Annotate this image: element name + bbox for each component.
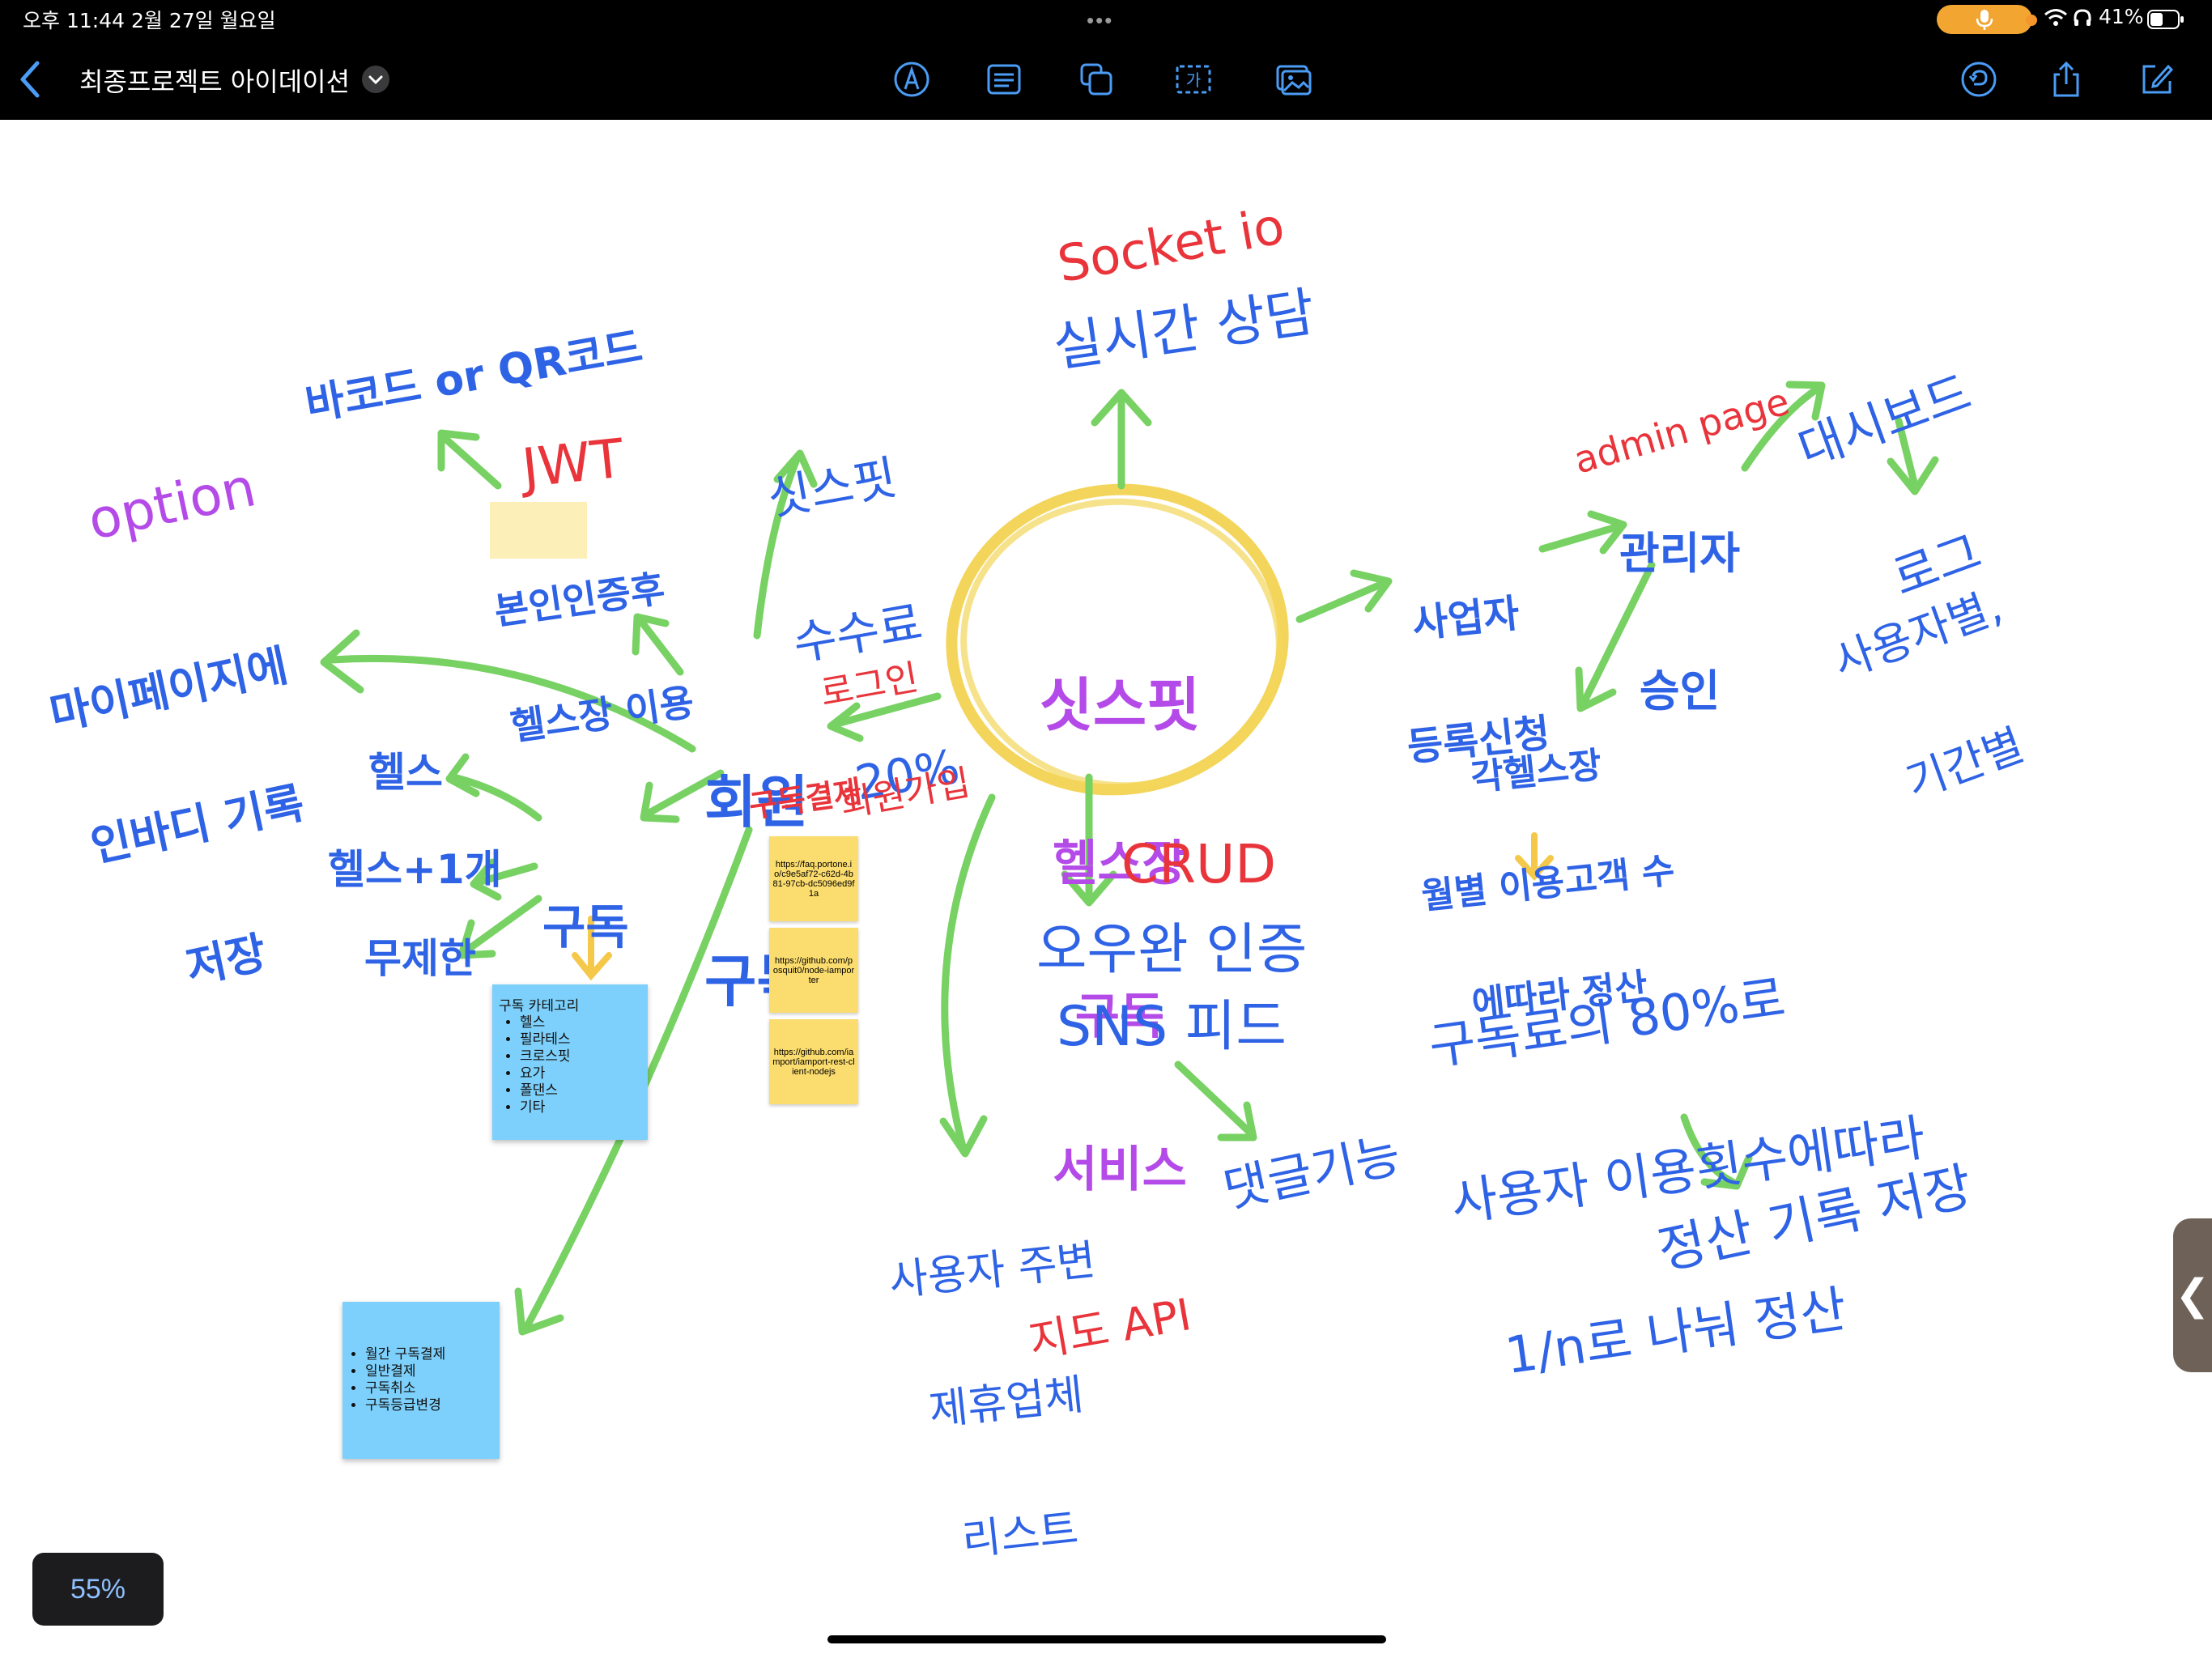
home-indicator[interactable] — [827, 1635, 1386, 1643]
member-line1: 회원 — [704, 769, 809, 835]
link-note[interactable]: https://github.com/posquit0/node-iamport… — [769, 928, 858, 1013]
by-user-line2: 기간별 — [1899, 719, 2031, 809]
status-bar: 오후 11:44 2월 27일 월요일 ••• 41% — [0, 0, 2212, 39]
sidebar-handle[interactable]: ❮ — [2173, 1218, 2212, 1372]
chevron-left-icon[interactable] — [15, 58, 47, 104]
shapes-icon[interactable] — [1074, 57, 1119, 102]
fee-line1: 싯스핏 — [763, 449, 901, 526]
list-item: 폴댄스 — [520, 1082, 641, 1099]
categories-list: 헬스 필라테스 크로스핏 요가 폴댄스 기타 — [499, 1014, 641, 1116]
admin-line1: 관리자 — [1619, 528, 1741, 580]
center-node-line4: 서비스 — [1053, 1141, 1187, 1198]
admin-node[interactable]: 관리자 승인 — [1619, 440, 1740, 807]
status-time: 오후 11:44 — [23, 9, 125, 32]
list-item: 요가 — [520, 1065, 641, 1082]
link-note[interactable]: https://github.com/iamport/iamport-rest-… — [769, 1019, 858, 1104]
sub-grade-line1: 구독 — [542, 899, 629, 954]
health-label[interactable]: 헬스 — [368, 749, 443, 796]
categories-note-title: 구독 카테고리 — [499, 998, 580, 1014]
gym-settle-line1: 각헬스장 — [1469, 744, 1604, 800]
unlimited-label[interactable]: 무제한 — [364, 935, 476, 982]
center-node[interactable]: 싯스핏 헬스장 구독 서비스 — [1027, 573, 1213, 1298]
center-node-line3: 구독 — [1074, 988, 1165, 1045]
list-item: 기타 — [520, 1099, 641, 1116]
battery-icon — [2147, 10, 2184, 33]
mypage-line1: 마이페이지에 — [45, 640, 292, 741]
revenue-label[interactable]: 구독료의 80%로 사용자 이용횟수에따라 1/n로 나눠 정산 — [1411, 850, 1965, 1490]
login-line1: 로그인 — [817, 657, 922, 716]
revenue-line1: 구독료의 80%로 — [1425, 967, 1789, 1077]
zoom-indicator[interactable]: 55% — [32, 1553, 164, 1626]
center-node-line2: 헬스장 — [1053, 835, 1187, 892]
link-note[interactable]: https://faq.portone.io/c9e5af72-c62d-4b8… — [769, 836, 858, 921]
payments-note[interactable]: 월간 구독결제 일반결제 구독취소 구독등급변경 — [342, 1302, 500, 1459]
compose-icon[interactable] — [2134, 57, 2180, 102]
sns-label[interactable]: SNS 피드 — [1057, 995, 1287, 1059]
dashboard-line1: 대시보드 — [1791, 364, 1979, 479]
list-item: 크로스핏 — [520, 1048, 641, 1065]
microphone-indicator-icon — [1937, 5, 2032, 34]
status-date: 2월 27일 월요일 — [131, 9, 276, 32]
center-node-line1: 싯스핏 — [1039, 671, 1201, 739]
battery-percent: 41% — [2099, 5, 2144, 28]
nearby-line3: 리스트 — [959, 1504, 1081, 1566]
link-notes-stack: https://faq.portone.io/c9e5af72-c62d-4b8… — [769, 836, 858, 1108]
business-line1: 사업자 — [1410, 590, 1522, 647]
revenue-line3: 1/n로 나눠 정산 — [1501, 1278, 1850, 1385]
text-box-icon[interactable] — [981, 57, 1027, 102]
auth-line2: 헬스장 이용 — [508, 680, 697, 750]
chevron-down-icon[interactable] — [362, 66, 389, 93]
document-title[interactable]: 최종프로젝트 아이데이션 — [79, 66, 351, 97]
by-user-line1: 사용자별, — [1827, 580, 2009, 689]
pen-icon[interactable] — [889, 57, 934, 102]
multitask-dots-icon[interactable]: ••• — [1087, 8, 1114, 32]
text-icon[interactable]: 가 — [1171, 57, 1216, 102]
mypage-line2: 인바디 기록 — [86, 777, 309, 873]
undo-icon[interactable] — [1956, 57, 2001, 102]
oauth-label[interactable]: 오우완 인증 — [1036, 918, 1308, 982]
list-item: 구독취소 — [365, 1380, 445, 1397]
payments-list: 월간 구독결제 일반결제 구독취소 구독등급변경 — [349, 1346, 445, 1414]
list-item: 헬스 — [520, 1014, 641, 1031]
wifi-icon — [2044, 7, 2068, 32]
svg-text:가: 가 — [1186, 70, 1201, 90]
auth-line1: 본인인증후 — [491, 565, 668, 633]
freeform-canvas[interactable]: 싯스핏 헬스장 구독 서비스 Socket io 실시간 상담 싯스핏 수수료 … — [0, 120, 2212, 1658]
nearby-line1: 사용자 주변 — [887, 1235, 1099, 1307]
headphones-icon — [2073, 8, 2092, 32]
mypage-line3: 저장 — [181, 926, 271, 993]
list-item: 필라테스 — [520, 1031, 641, 1048]
drawing-strokes — [320, 380, 1939, 1336]
orange-dot-icon — [2026, 15, 2037, 26]
nearby-line2: 제휴업체 — [926, 1371, 1087, 1435]
media-icon[interactable] — [1271, 57, 1317, 102]
toolbar: 최종프로젝트 아이데이션 가 — [0, 39, 2212, 120]
share-icon[interactable] — [2044, 57, 2089, 102]
list-item: 일반결제 — [365, 1363, 445, 1380]
categories-note[interactable]: 구독 카테고리 헬스 필라테스 크로스핏 요가 폴댄스 기타 — [492, 984, 648, 1140]
list-item: 구독등급변경 — [365, 1397, 445, 1414]
chevron-left-icon: ❮ — [2175, 1272, 2210, 1319]
crud-label[interactable]: CRUD — [1121, 833, 1277, 895]
list-item: 월간 구독결제 — [365, 1346, 445, 1363]
jwt-label[interactable]: JWT — [519, 427, 627, 500]
health-plus-label[interactable]: 헬스+1개 — [328, 846, 502, 893]
admin-line2: 승인 — [1639, 665, 1721, 717]
